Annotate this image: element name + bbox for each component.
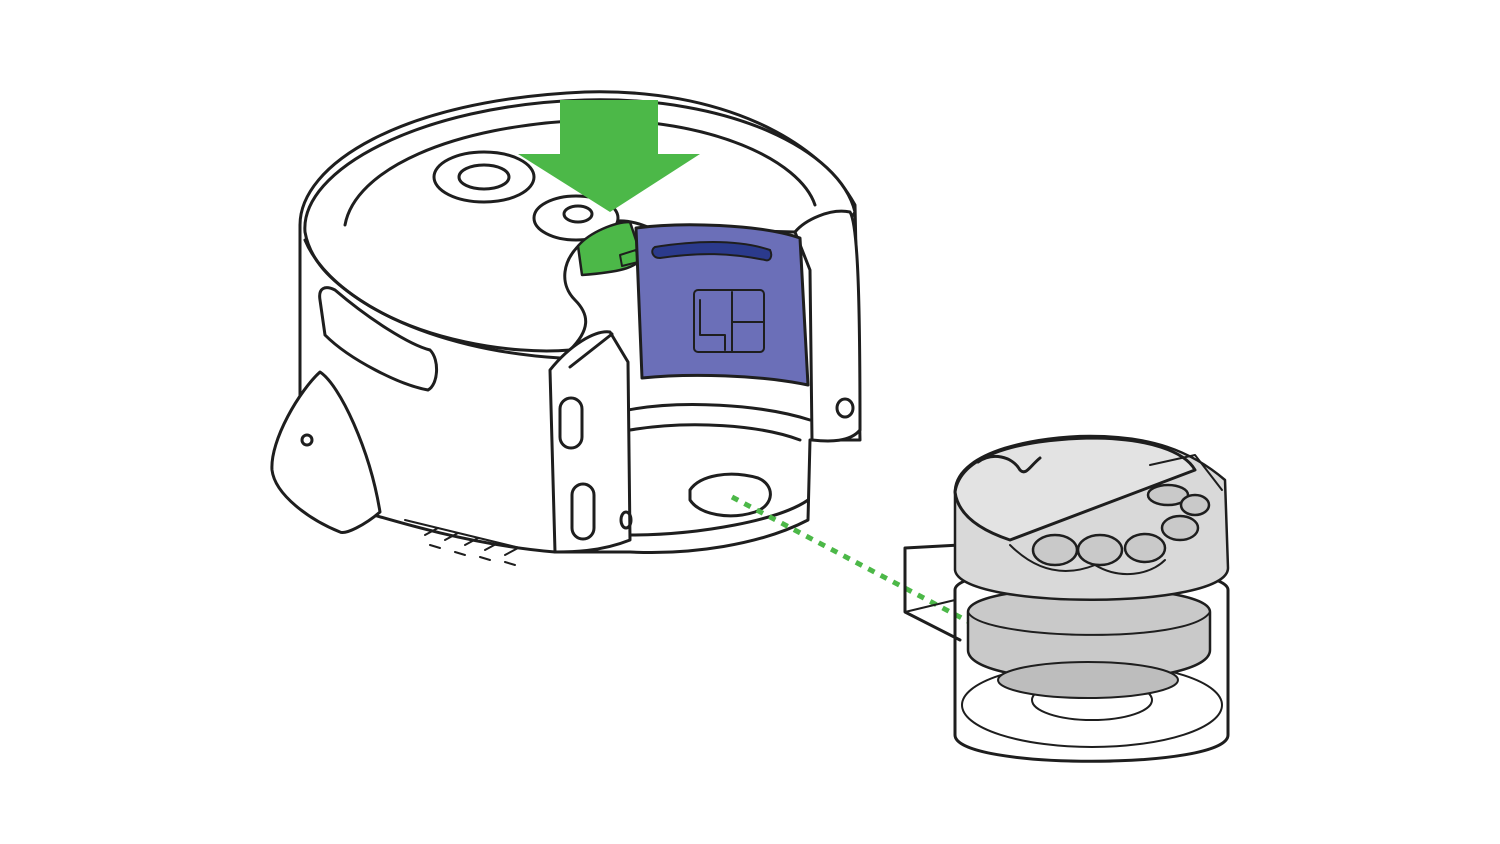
release-button-icon (532, 194, 620, 242)
robot-side-window (318, 286, 438, 392)
robot-lip-line (303, 238, 562, 360)
robot-front-post (548, 330, 632, 554)
cyclone-unit-icon (903, 434, 1230, 763)
robot-front-slot-upper (558, 396, 584, 450)
robot-power-button (432, 150, 536, 204)
dotted-guide-line (730, 494, 977, 628)
brush-bar (404, 519, 521, 566)
robot-vacuum-body (270, 90, 862, 566)
arrow-down-icon (518, 100, 700, 212)
cyclone-bracket (903, 543, 962, 642)
robot-front-slot-lower (570, 482, 596, 541)
bin-cavity (626, 403, 812, 422)
robot-left-flap (270, 370, 382, 535)
bin-cover-icon (634, 223, 810, 387)
robot-right-fin (793, 209, 862, 443)
